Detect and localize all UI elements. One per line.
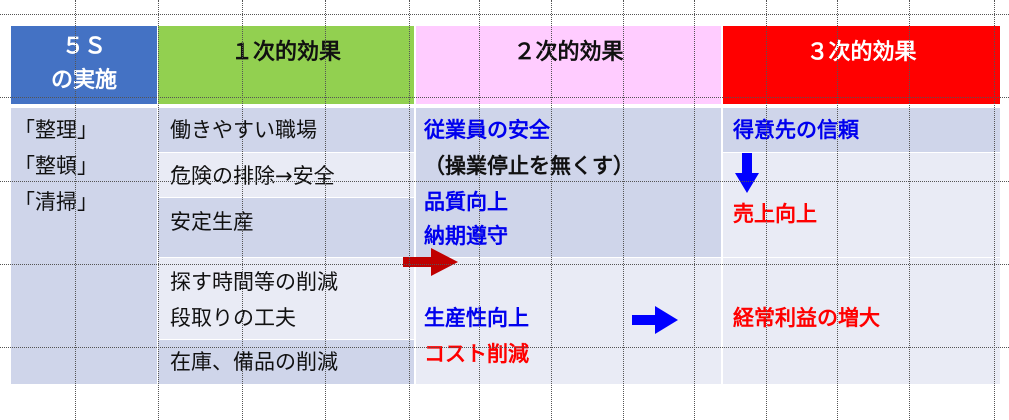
col2-row-1 (158, 108, 414, 152)
col3-productivity: 生産性向上 (424, 306, 529, 330)
col3-no-stoppage: （操業停止を無くす） (424, 154, 634, 178)
col2-text-inventory: 在庫、備品の削減 (170, 350, 338, 374)
col2-row-2 (158, 153, 414, 197)
col4-row-2 (723, 153, 1000, 257)
col2-text-stable: 安定生産 (170, 210, 254, 234)
col2-text-danger: 危険の排除→安全 (170, 164, 335, 188)
col1-item-seiri: 「整理」 (14, 118, 98, 142)
col3-delivery: 納期遵守 (424, 224, 508, 248)
col1-item-seiton: 「整頓」 (14, 154, 98, 178)
dark-red-arrow-icon (403, 248, 458, 276)
col4-row-1 (723, 108, 1000, 152)
col2-text-workplace: 働きやすい職場 (170, 118, 317, 142)
col3-employee-safety: 従業員の安全 (424, 118, 550, 142)
col2-text-search-time: 探す時間等の削減 (170, 270, 338, 294)
header-secondary-effect: ２次的効果 (416, 26, 721, 104)
blue-right-arrow-icon (632, 306, 678, 334)
col4-profit-increase: 経常利益の増大 (733, 306, 880, 330)
header-tertiary-effect: ３次的効果 (723, 26, 1000, 104)
col2-row-3 (158, 198, 414, 257)
header-5s: ５Ｓ の実施 (11, 26, 157, 104)
header-5s-line1: ５Ｓ (61, 34, 106, 59)
header-5s-line2: の実施 (50, 68, 117, 93)
guide-line (0, 14, 1009, 15)
header-primary-effect: １次的効果 (158, 26, 414, 104)
col3-top-cell (416, 108, 721, 257)
col4-customer-trust: 得意先の信頼 (733, 118, 859, 142)
col3-quality: 品質向上 (424, 190, 508, 214)
blue-down-arrow-icon (735, 153, 759, 193)
col3-cost-reduction: コスト削減 (424, 342, 529, 366)
col2-text-setup: 段取りの工夫 (170, 306, 296, 330)
col4-sales-increase: 売上向上 (733, 202, 817, 226)
col4-row-3 (723, 258, 1000, 384)
col2-row-4 (158, 258, 414, 339)
col1-item-seisou: 「清掃」 (14, 190, 98, 214)
col1-cell (11, 108, 157, 384)
